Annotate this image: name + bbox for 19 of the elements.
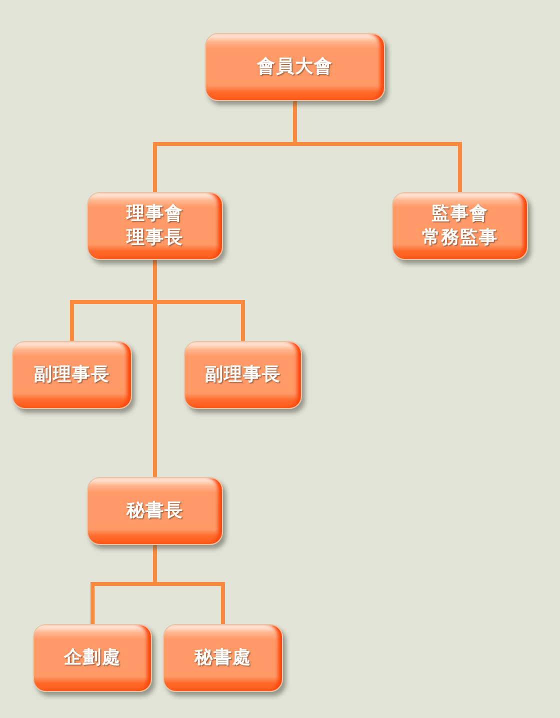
org-box — [12, 341, 132, 409]
box-label: 常務監事 — [422, 226, 498, 250]
box-label: 監事會 — [432, 202, 488, 226]
box-label: 副理事長 — [34, 363, 110, 387]
org-box — [184, 341, 302, 409]
org-box — [205, 33, 385, 101]
box-label: 企劃處 — [64, 646, 121, 670]
box-label: 秘書處 — [194, 646, 252, 670]
org-box — [392, 192, 528, 260]
box-label: 理事會 — [126, 202, 184, 226]
connector-line — [293, 101, 462, 192]
box-label: 副理事長 — [205, 363, 281, 387]
org-box — [87, 477, 223, 545]
box-label: 秘書長 — [126, 499, 184, 523]
box-label: 理事長 — [126, 226, 184, 250]
org-box — [163, 624, 283, 692]
org-box — [87, 192, 223, 260]
org-box — [33, 624, 152, 692]
box-label: 會員大會 — [257, 55, 333, 79]
